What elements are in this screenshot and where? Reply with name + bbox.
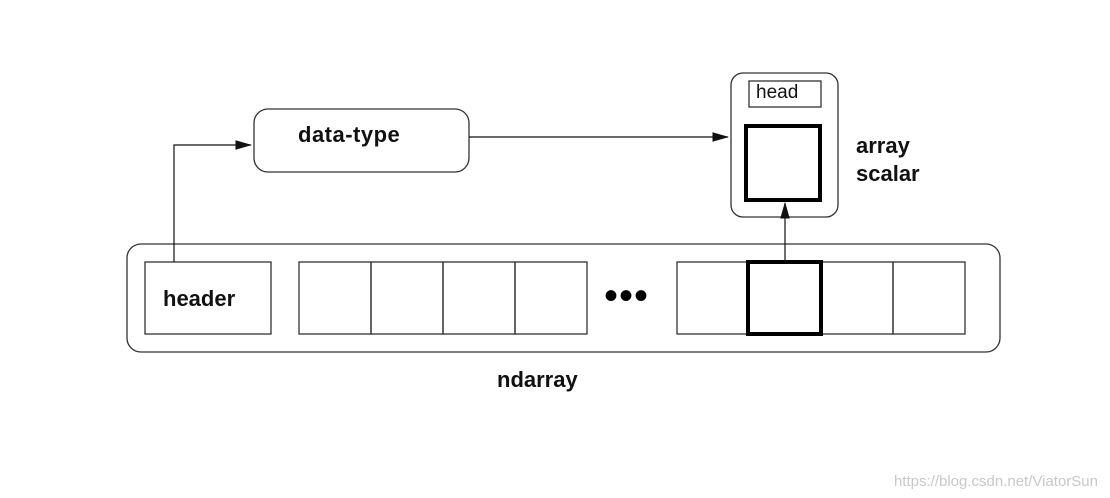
- data-type-box: [253, 108, 470, 173]
- head-label: head: [756, 82, 799, 103]
- array-scalar-label: array scalar: [856, 132, 920, 188]
- data-cell: [370, 261, 444, 335]
- header-label: header: [163, 286, 236, 311]
- data-type-label: data-type: [298, 122, 401, 147]
- array-scalar-label-line1: array: [856, 133, 910, 158]
- data-cell: [676, 261, 750, 335]
- data-cell: [442, 261, 516, 335]
- data-cells-group-1: [298, 261, 588, 335]
- array-scalar-label-line2: scalar: [856, 161, 920, 186]
- array-scalar-head-box: [748, 80, 822, 108]
- data-cell: [298, 261, 372, 335]
- ellipsis: •••: [604, 274, 650, 318]
- data-cell: [820, 261, 894, 335]
- header-to-datatype-arrow: [173, 140, 253, 262]
- data-cell: [514, 261, 588, 335]
- data-cell: [892, 261, 966, 335]
- selected-data-cell: [746, 260, 823, 336]
- watermark: https://blog.csdn.net/ViatorSun: [893, 473, 1098, 490]
- array-scalar-value-box: [744, 124, 822, 202]
- ndarray-label: ndarray: [497, 367, 578, 392]
- header-box: [144, 261, 272, 335]
- ndarray-container: [126, 243, 1001, 353]
